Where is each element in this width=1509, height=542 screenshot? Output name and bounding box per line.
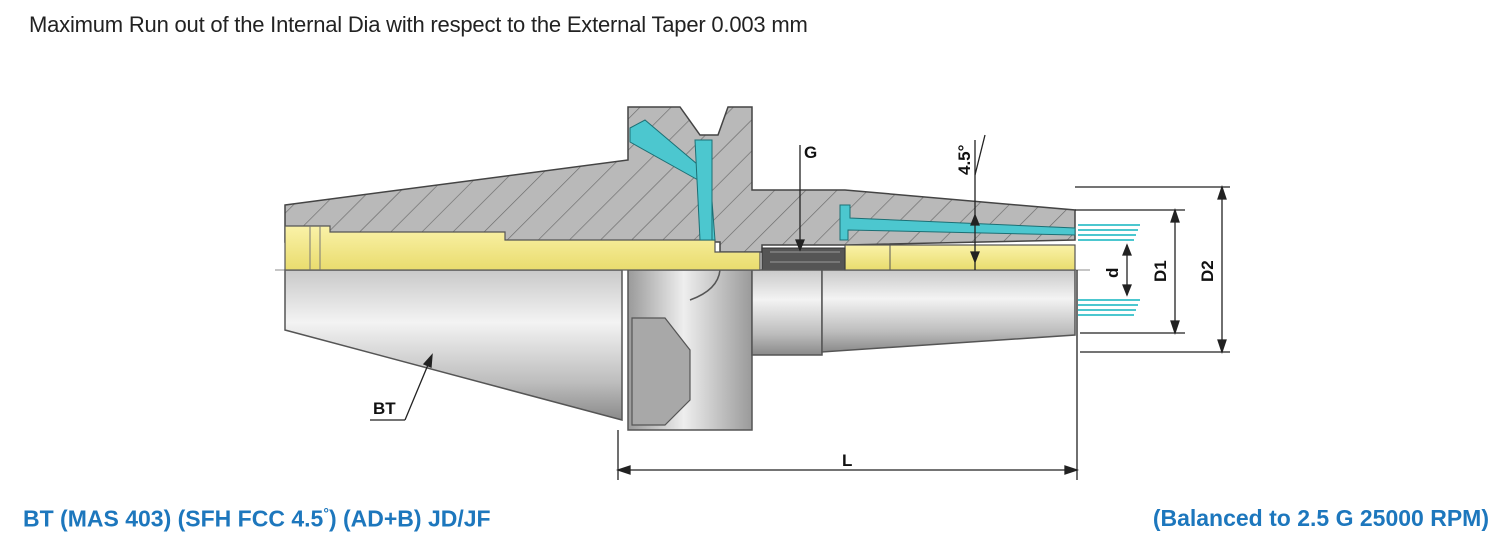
product-title-suffix: ) (AD+B) JD/JF	[328, 505, 491, 532]
neck	[751, 269, 823, 356]
runout-note: Maximum Run out of the Internal Dia with…	[29, 12, 808, 37]
label-d1: D1	[1151, 260, 1170, 282]
coolant-channel-mid	[694, 139, 713, 241]
v-groove	[631, 317, 691, 426]
product-title-prefix: BT (MAS 403) (SFH FCC 4.5	[23, 505, 324, 532]
label-angle: 4.5°	[955, 144, 974, 175]
label-d2: D2	[1198, 260, 1217, 282]
product-title: BT (MAS 403) (SFH FCC 4.5°) (AD+B) JD/JF	[23, 505, 491, 533]
balance-spec: (Balanced to 2.5 G 25000 RPM)	[1152, 505, 1489, 531]
label-g: G	[804, 143, 817, 162]
product-title-degree: °	[323, 505, 329, 521]
bore-insert-right	[844, 244, 1076, 271]
label-bt: BT	[373, 399, 396, 418]
label-d: d	[1103, 268, 1122, 278]
nose-taper	[821, 269, 1076, 353]
label-l: L	[842, 451, 852, 470]
thread-insert	[761, 247, 846, 271]
dimension-lines	[370, 134, 1230, 480]
taper-shank	[284, 269, 623, 421]
collet-fingers	[1078, 224, 1140, 316]
coolant-channel-right	[839, 204, 1076, 241]
flange-notch	[689, 269, 721, 301]
